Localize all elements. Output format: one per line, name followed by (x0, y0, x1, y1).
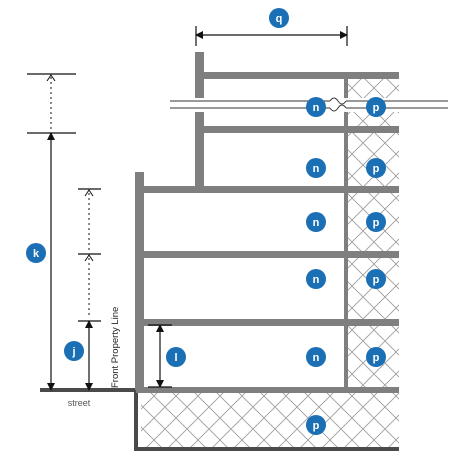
floor-slab-1 (144, 319, 399, 326)
svg-text:p: p (373, 217, 380, 229)
svg-text:n: n (313, 274, 320, 286)
badge-p-2: p (366, 158, 386, 178)
badge-n-4: n (306, 269, 326, 289)
badge-n-5: n (306, 347, 326, 367)
badge-j: j (64, 341, 84, 361)
svg-text:n: n (313, 352, 320, 364)
front-property-line-label: Front Property Line (110, 307, 121, 388)
svg-text:n: n (313, 217, 320, 229)
badge-p-5: p (366, 347, 386, 367)
dimension-j (78, 188, 101, 391)
svg-text:k: k (33, 248, 40, 260)
floor-slab-2 (144, 251, 399, 258)
badge-n-1: n (306, 97, 326, 117)
badge-p-3: p (366, 212, 386, 232)
svg-text:q: q (276, 13, 283, 25)
badge-p-basement: p (306, 415, 326, 435)
zone-divider-column (344, 79, 348, 390)
hatched-column-upper (347, 79, 399, 390)
badge-n-3: n (306, 212, 326, 232)
svg-text:p: p (373, 102, 380, 114)
svg-text:p: p (373, 163, 380, 175)
svg-text:n: n (313, 102, 320, 114)
floor-slab-4 (204, 126, 399, 133)
upper-front-wall (195, 52, 204, 188)
lower-front-wall (135, 172, 144, 390)
dimension-k (27, 73, 76, 391)
floor-slab-3 (135, 186, 399, 193)
svg-text:p: p (313, 420, 320, 432)
basement-outline (134, 390, 399, 451)
badge-k: k (26, 243, 46, 263)
svg-text:l: l (174, 352, 177, 364)
svg-text:p: p (373, 274, 380, 286)
svg-text:p: p (373, 352, 380, 364)
dimension-q (195, 26, 348, 46)
badge-p-1: p (366, 97, 386, 117)
badge-l: l (166, 347, 186, 367)
hatched-basement (141, 392, 399, 447)
svg-text:n: n (313, 163, 320, 175)
badge-n-2: n (306, 158, 326, 178)
svg-text:j: j (71, 346, 75, 358)
badge-p-4: p (366, 269, 386, 289)
dimension-l (148, 324, 172, 388)
badge-q: q (269, 8, 289, 28)
floor-slab-roof (204, 72, 399, 79)
street-label: street (68, 398, 91, 408)
